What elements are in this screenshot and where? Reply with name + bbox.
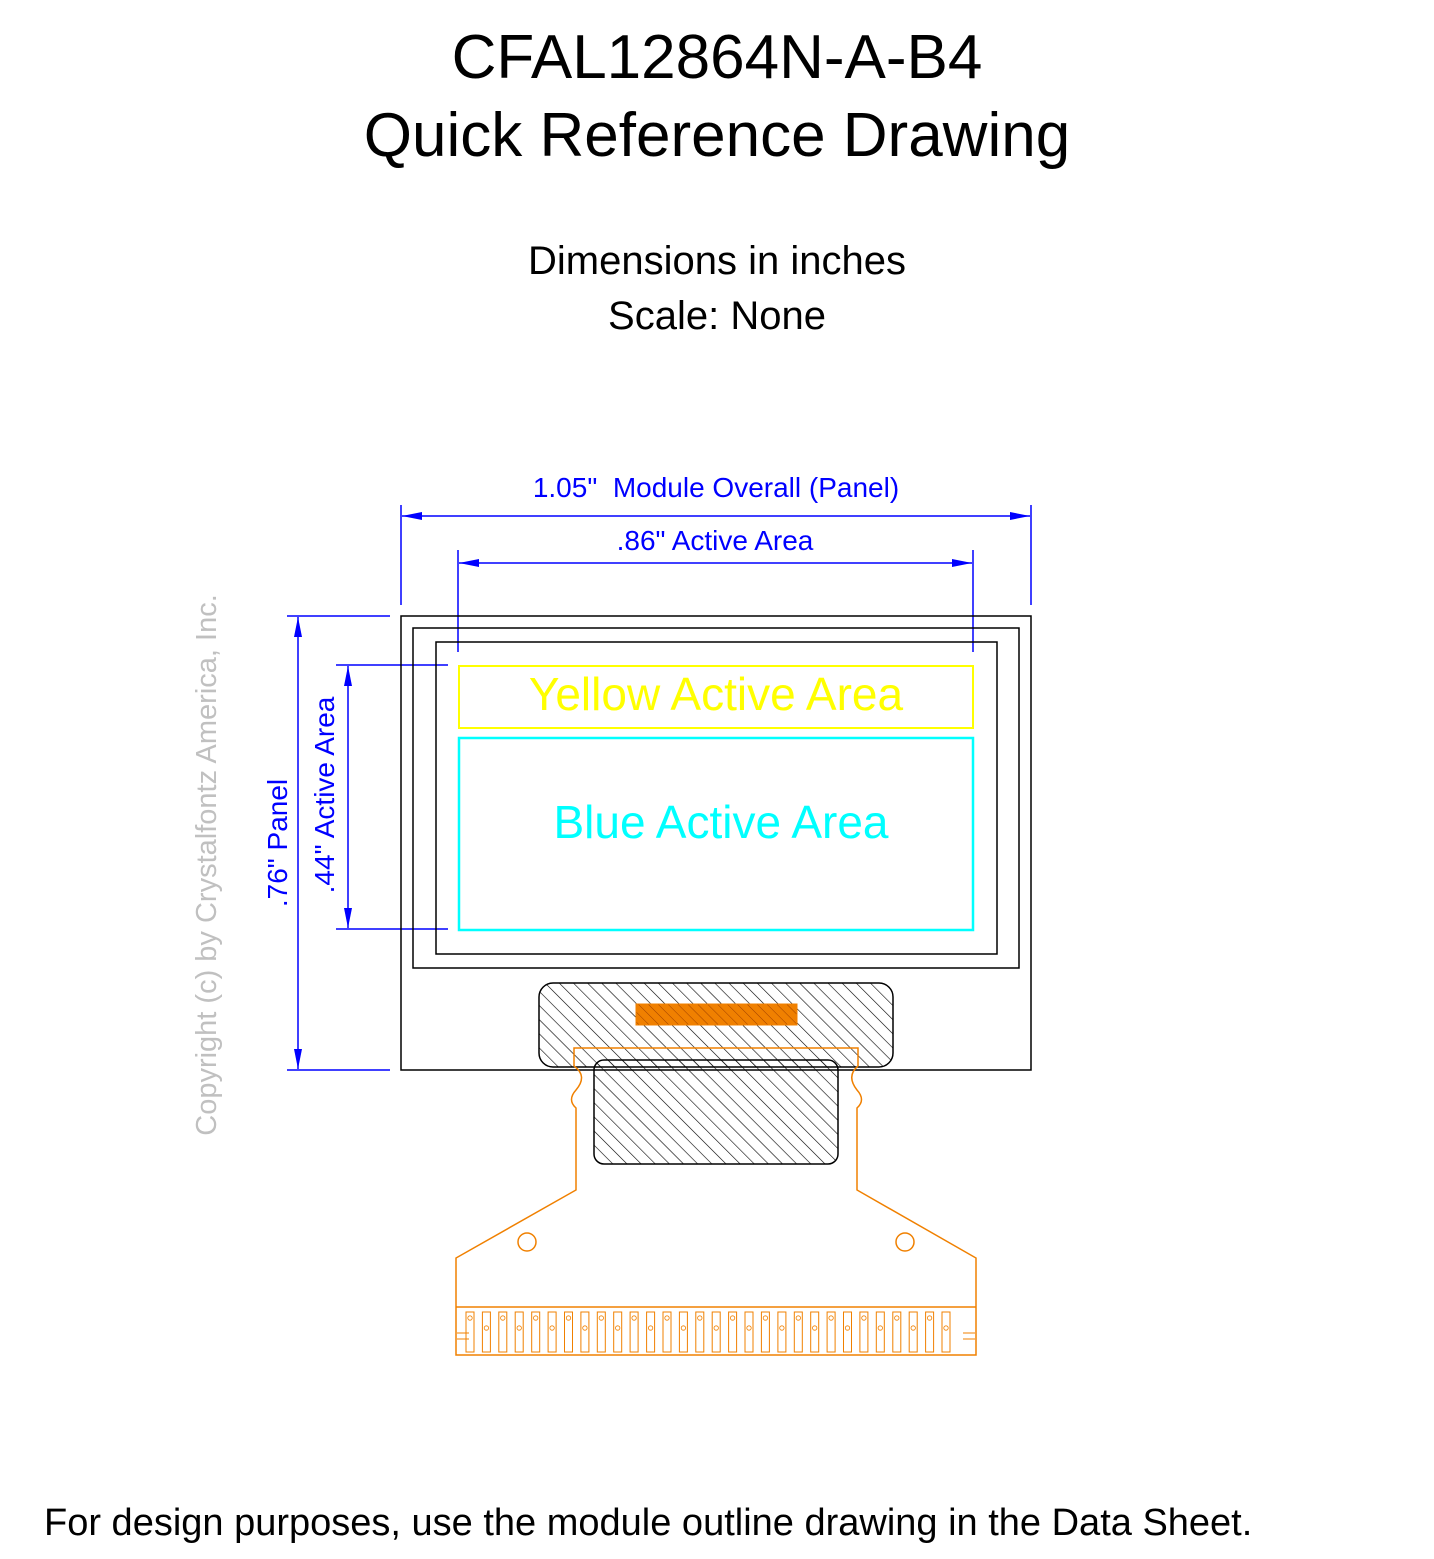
fpc-pin-via [943, 1325, 949, 1331]
fpc-pin-via [598, 1315, 604, 1321]
fpc-pin [531, 1311, 541, 1353]
panel-height-dimension: .76" Panel [262, 615, 390, 1071]
fpc-pin [892, 1311, 902, 1353]
fpc-pin [547, 1311, 557, 1353]
fpc-pins [457, 1311, 975, 1353]
fpc-pin [481, 1311, 491, 1353]
fpc-pin-via [828, 1315, 834, 1321]
fpc-pin-via [631, 1315, 637, 1321]
blue-area-label: Blue Active Area [554, 796, 889, 848]
fpc-pin-via [680, 1325, 687, 1331]
fpc-pin-via [713, 1325, 719, 1331]
fpc-pin-via [500, 1315, 506, 1321]
fpc-pin [465, 1311, 475, 1353]
fpc-pin-via [565, 1315, 572, 1321]
fpc-pin [514, 1311, 524, 1353]
fpc-pin [744, 1311, 754, 1353]
fpc-pin [646, 1311, 656, 1353]
fpc-pin [777, 1311, 787, 1353]
yellow-area-label: Yellow Active Area [529, 668, 904, 720]
fpc-pin-via [582, 1325, 588, 1331]
fpc-pin-via [762, 1315, 769, 1321]
active-width-dimension: .86" Active Area [457, 525, 974, 652]
fpc-pin [793, 1311, 803, 1353]
blue-active-area: Blue Active Area [457, 736, 975, 932]
active-height-label: .44" Active Area [309, 696, 340, 893]
fpc-tail [455, 1047, 977, 1356]
fpc-pin-via [664, 1315, 670, 1321]
fpc-pin-via [647, 1325, 654, 1331]
fpc-pin [662, 1311, 672, 1353]
fpc-pin [695, 1311, 705, 1353]
fpc-pin [760, 1311, 770, 1353]
fpc-pin-via [844, 1325, 851, 1331]
fpc-pin [711, 1311, 721, 1353]
module-width-label: 1.05" Module Overall (Panel) [533, 472, 899, 503]
fpc-pin [843, 1311, 852, 1353]
fpc-pin-via [746, 1325, 752, 1331]
title-part-number: CFAL12864N-A-B4 [451, 23, 983, 92]
fpc-pin [810, 1311, 820, 1353]
fpc-pin [941, 1311, 951, 1353]
module-width-dimension: 1.05" Module Overall (Panel) [400, 472, 1032, 605]
fpc-pin-via [861, 1315, 867, 1321]
title-drawing-name: Quick Reference Drawing [363, 101, 1071, 170]
fpc-pin-via [812, 1325, 818, 1331]
fpc-pin [728, 1311, 738, 1353]
fpc-pin [678, 1311, 688, 1353]
scale-note: Scale: None [608, 294, 826, 338]
fpc-pin-via [910, 1325, 916, 1331]
active-width-label: .86" Active Area [617, 525, 814, 556]
fpc-pin-via [533, 1315, 539, 1321]
fpc-pin-via [894, 1315, 900, 1321]
fpc-pin [596, 1311, 606, 1353]
fpc-pin [613, 1311, 623, 1353]
fpc-pin-via [729, 1315, 736, 1321]
fpc-pin [580, 1311, 590, 1353]
fpc-pin [875, 1311, 885, 1353]
fpc-pin-via [483, 1325, 489, 1331]
fpc-pin-via [779, 1325, 785, 1331]
panel-height-label: .76" Panel [262, 779, 293, 907]
copyright-text: Copyright (c) by Crystalfontz America, I… [191, 594, 223, 1136]
fpc-pin [925, 1311, 935, 1353]
fpc-pin-via [516, 1325, 522, 1331]
fpc-pin [629, 1311, 639, 1353]
fpc-pin [908, 1311, 918, 1353]
fpc-pin [498, 1311, 508, 1353]
fpc-pin-via [467, 1315, 473, 1321]
yellow-active-area: Yellow Active Area [458, 665, 974, 729]
units-note: Dimensions in inches [528, 239, 906, 283]
active-height-dimension: .44" Active Area [309, 664, 448, 930]
fpc-pin [564, 1311, 573, 1353]
design-note: For design purposes, use the module outl… [44, 1502, 1253, 1544]
fpc-pin-via [795, 1315, 801, 1321]
fpc-pin-via [926, 1315, 933, 1321]
fpc-pin-via [697, 1315, 703, 1321]
fpc-pin-via [615, 1325, 621, 1331]
fpc-pin [826, 1311, 836, 1353]
connector-hatch [538, 982, 894, 1165]
fpc-pin-via [877, 1325, 883, 1331]
fpc-pin [859, 1311, 869, 1353]
fpc-pin-via [549, 1325, 555, 1331]
